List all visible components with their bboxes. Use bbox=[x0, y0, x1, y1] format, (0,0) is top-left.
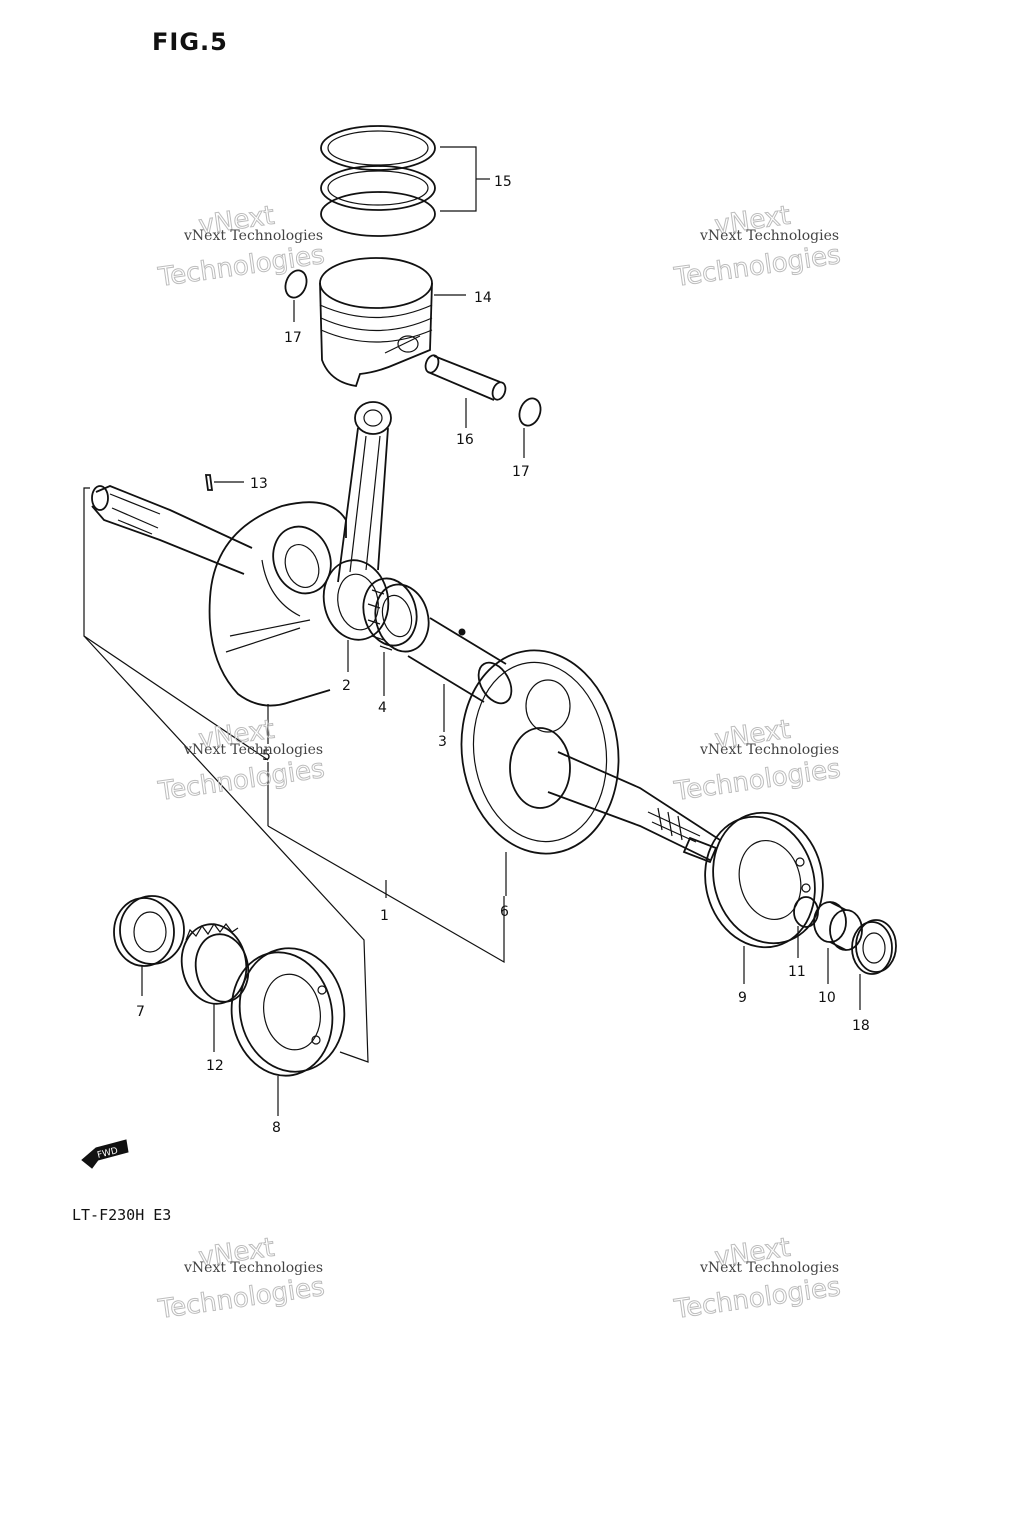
bearing-9 bbox=[704, 811, 824, 984]
callout-1: 1 bbox=[380, 908, 389, 924]
callout-17-left: 17 bbox=[284, 330, 302, 346]
piston-pin-clip-left bbox=[284, 269, 308, 322]
connecting-rod bbox=[322, 401, 392, 672]
watermark-line2: vNext Technologies bbox=[699, 742, 839, 758]
callout-2: 2 bbox=[342, 678, 351, 694]
callout-17-right: 17 bbox=[512, 464, 530, 480]
leader-15 bbox=[440, 146, 477, 212]
callout-3: 3 bbox=[438, 734, 447, 750]
callout-8: 8 bbox=[272, 1120, 281, 1136]
watermark-mid-right: vNext vNext Technologies Technologies bbox=[671, 714, 843, 807]
ring-11 bbox=[793, 896, 819, 958]
watermark-line3: Technologies bbox=[672, 240, 843, 293]
callout-16: 16 bbox=[456, 432, 474, 448]
callout-6: 6 bbox=[500, 904, 509, 920]
model-code: LT-F230H E3 bbox=[72, 1206, 172, 1224]
assembly-bracket bbox=[83, 487, 505, 1063]
watermark-mid-left: vNext vNext Technologies Technologies bbox=[155, 714, 327, 807]
piston-pin bbox=[424, 354, 507, 428]
bearing-7 bbox=[113, 895, 185, 996]
watermark-line3: Technologies bbox=[672, 754, 843, 807]
key-13 bbox=[204, 474, 244, 491]
watermark-bottom-left: vNext vNext Technologies Technologies bbox=[155, 1232, 327, 1325]
callout-10: 10 bbox=[818, 990, 836, 1006]
callout-7: 7 bbox=[136, 1004, 145, 1020]
watermark-line2: vNext Technologies bbox=[183, 1260, 323, 1276]
watermark-line2: vNext Technologies bbox=[699, 1260, 839, 1276]
watermark-line3: Technologies bbox=[156, 240, 327, 293]
callout-13: 13 bbox=[250, 476, 268, 492]
watermark-bottom-right: vNext vNext Technologies Technologies bbox=[671, 1232, 843, 1325]
watermark-line3: Technologies bbox=[156, 754, 327, 807]
piston-pin-clip-right bbox=[518, 397, 542, 458]
callout-5: 5 bbox=[262, 748, 271, 764]
spacer-10 bbox=[813, 901, 863, 984]
piston-rings bbox=[320, 125, 436, 237]
watermark-line2: vNext Technologies bbox=[183, 228, 323, 244]
callout-14: 14 bbox=[474, 290, 492, 306]
fwd-arrow-icon: FWD bbox=[81, 1139, 129, 1169]
gear-12 bbox=[180, 922, 250, 1052]
svg-text:FWD: FWD bbox=[96, 1146, 119, 1161]
bearing-8 bbox=[230, 947, 346, 1116]
needle-bearing bbox=[362, 577, 430, 696]
watermark-top-left: vNext vNext Technologies Technologies bbox=[155, 200, 327, 293]
callout-12: 12 bbox=[206, 1058, 224, 1074]
watermark-line3: Technologies bbox=[156, 1272, 327, 1325]
crank-web-left bbox=[91, 485, 347, 826]
callout-4: 4 bbox=[378, 700, 387, 716]
watermark-line3: Technologies bbox=[672, 1272, 843, 1325]
callout-11: 11 bbox=[788, 964, 806, 980]
watermark-top-right: vNext vNext Technologies Technologies bbox=[671, 200, 843, 293]
figure-title: FIG.5 bbox=[152, 28, 228, 56]
piston bbox=[319, 257, 433, 388]
callout-9: 9 bbox=[738, 990, 747, 1006]
watermark-line2: vNext Technologies bbox=[183, 742, 323, 758]
callout-18: 18 bbox=[852, 1018, 870, 1034]
crank-web-right bbox=[460, 649, 721, 896]
oil-seal-18 bbox=[851, 919, 897, 1010]
callout-15: 15 bbox=[494, 174, 512, 190]
watermark-line2: vNext Technologies bbox=[699, 228, 839, 244]
